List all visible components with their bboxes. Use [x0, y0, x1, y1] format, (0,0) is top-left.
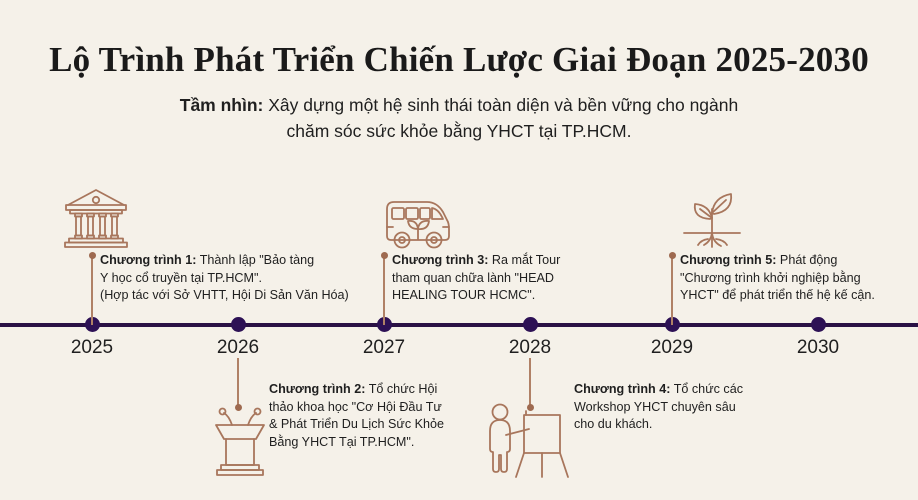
milestone-line: Chương trình 2: Tổ chức Hội [269, 381, 444, 399]
connector-dot-program-1 [88, 252, 96, 259]
vision-label: Tầm nhìn: [179, 95, 264, 115]
year-label-2025: 2025 [70, 337, 114, 358]
podium-lectern-icon [208, 403, 272, 477]
milestone-label-program-4: Chương trình 4: [574, 382, 671, 396]
vision-statement: Tầm nhìn: Xây dựng một hệ sinh thái toàn… [159, 92, 759, 144]
presenter-easel-icon [486, 399, 570, 479]
vision-text: Xây dựng một hệ sinh thái toàn diện và b… [263, 95, 739, 141]
milestone-line: tham quan chữa lành "HEAD [392, 270, 555, 285]
milestone-line: (Hợp tác với Sở VHTT, Hội Di Sản Văn Hóa… [100, 288, 349, 303]
connector-stem-program-5 [671, 255, 673, 325]
connector-stem-program-3 [383, 255, 385, 325]
milestone-line: HEALING TOUR HCMC". [392, 288, 536, 303]
year-label-2026: 2026 [216, 337, 260, 358]
connector-dot-program-4 [526, 404, 534, 411]
milestone-line: Bằng YHCT Tại TP.HCM". [269, 434, 415, 449]
timeline-dot-2030[interactable] [810, 317, 826, 332]
milestone-line: thảo khoa học "Cơ Hội Đầu Tư [269, 399, 442, 414]
milestone-line-text: Thành lập "Bảo tàng [196, 253, 315, 267]
page-title: Lộ Trình Phát Triển Chiến Lược Giai Đoạn… [49, 40, 869, 79]
connector-stem-program-2 [237, 358, 239, 408]
milestone-line-text: Phát động [776, 253, 838, 267]
milestone-line: Workshop YHCT chuyên sâu [574, 399, 736, 414]
milestone-line: cho du khách. [574, 417, 653, 432]
timeline-axis [0, 323, 918, 327]
milestone-line: Chương trình 5: Phát động [680, 252, 875, 270]
eco-bus-icon [383, 193, 453, 249]
timeline-dot-2028[interactable] [522, 317, 538, 332]
milestone-line: & Phát Triển Du Lịch Sức Khỏe [269, 417, 445, 432]
year-label-2030: 2030 [796, 337, 840, 358]
museum-building-icon [64, 187, 128, 248]
milestone-line-text: Tổ chức Hội [365, 382, 438, 396]
year-label-2028: 2028 [508, 337, 552, 358]
milestone-line: YHCT" để phát triển thế hệ kế cận. [680, 288, 875, 303]
connector-stem-program-4 [529, 358, 531, 408]
milestone-line-text: Ra mắt Tour [488, 253, 561, 267]
milestone-label-program-1: Chương trình 1: [100, 253, 197, 267]
connector-dot-program-5 [668, 252, 676, 259]
milestone-line: "Chương trình khởi nghiệp bằng [680, 270, 861, 285]
connector-dot-program-2 [234, 404, 242, 411]
milestone-line-text: Tổ chức các [670, 382, 744, 396]
milestone-label-program-2: Chương trình 2: [269, 382, 366, 396]
milestone-line: Chương trình 1: Thành lập "Bảo tàng [100, 252, 349, 270]
timeline-dot-2026[interactable] [230, 317, 246, 332]
connector-dot-program-3 [380, 252, 388, 259]
connector-stem-program-1 [91, 255, 93, 325]
year-label-2027: 2027 [362, 337, 406, 358]
milestone-line: Chương trình 4: Tổ chức các [574, 381, 743, 399]
milestone-line: Chương trình 3: Ra mắt Tour [392, 252, 560, 270]
milestone-text-program-5: Chương trình 5: Phát động"Chương trình k… [680, 252, 875, 305]
milestone-label-program-3: Chương trình 3: [392, 253, 489, 267]
year-label-2029: 2029 [650, 337, 694, 358]
milestone-line: Y học cổ truyền tại TP.HCM". [100, 270, 262, 285]
sprout-plant-icon [681, 187, 743, 249]
milestone-label-program-5: Chương trình 5: [680, 253, 777, 267]
